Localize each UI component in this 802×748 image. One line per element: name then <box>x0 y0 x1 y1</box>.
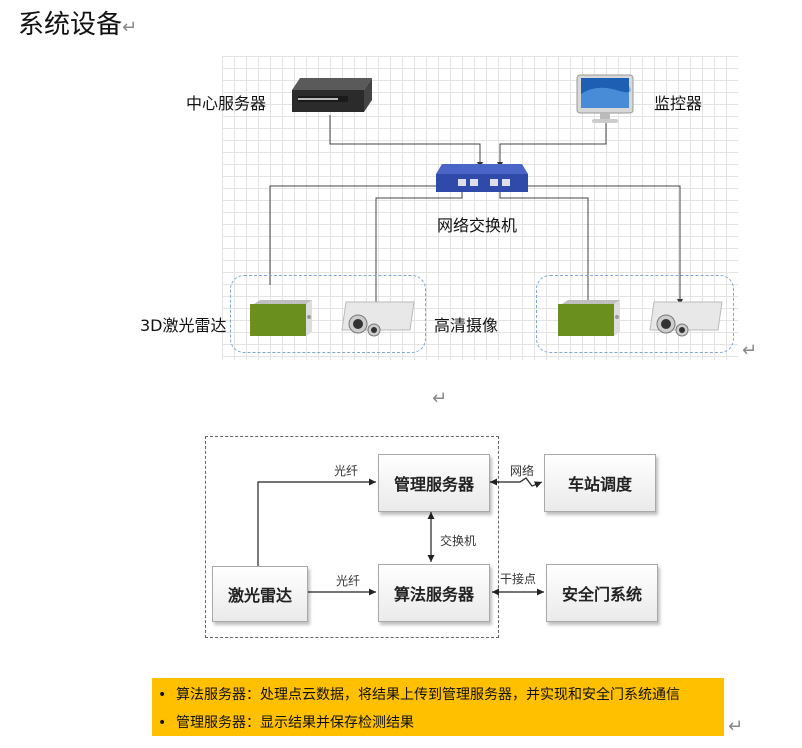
return-mark: ↵ <box>122 17 138 38</box>
mgmt-server-node: 管理服务器 <box>378 454 490 512</box>
return-mark-1: ↵ <box>742 340 758 361</box>
switch-label: 网络交换机 <box>437 216 518 235</box>
mgmt-server-node-label: 管理服务器 <box>393 475 474 494</box>
fiber-label-bottom: 光纤 <box>336 574 361 588</box>
monitor-icon <box>576 74 634 123</box>
switch-link-label: 交换机 <box>440 534 477 548</box>
safety-door-node: 安全门系统 <box>546 564 658 622</box>
device-group-left <box>230 275 426 353</box>
notes-box: • 算法服务器：处理点云数据，将结果上传到管理服务器，并实现和安全门系统通信 • 管… <box>152 678 724 736</box>
section-heading: 系统设备↵ <box>18 4 137 41</box>
return-mark-3: ↵ <box>728 716 744 737</box>
lidar-device-icon <box>250 300 312 336</box>
monitor-label: 监控器 <box>654 94 703 113</box>
hd-camera-label: 高清摄像 <box>434 316 499 335</box>
note-text: 管理服务器：显示结果并保存检测结果 <box>176 715 414 731</box>
server-group-border <box>205 436 499 638</box>
lidar-node: 激光雷达 <box>212 566 308 622</box>
station-dispatch-node-label: 车站调度 <box>567 475 632 494</box>
note-item: • 算法服务器：处理点云数据，将结果上传到管理服务器，并实现和安全门系统通信 <box>158 684 680 704</box>
algo-server-node-label: 算法服务器 <box>393 585 474 604</box>
algo-server-node: 算法服务器 <box>378 564 490 622</box>
fiber-label-top: 光纤 <box>334 464 359 478</box>
station-dispatch-node: 车站调度 <box>544 454 656 512</box>
bullet-icon: • <box>158 687 167 703</box>
note-text: 算法服务器：处理点云数据，将结果上传到管理服务器，并实现和安全门系统通信 <box>176 687 680 703</box>
lidar-node-label: 激光雷达 <box>227 586 292 605</box>
server-icon <box>292 78 372 112</box>
camera-device-icon <box>341 301 415 337</box>
camera-device-icon-2 <box>649 301 723 337</box>
network-switch-icon <box>436 164 528 192</box>
bullet-icon: • <box>158 715 167 731</box>
lidar-label: 3D激光雷达 <box>140 316 227 335</box>
device-group-right <box>536 275 734 353</box>
dry-contact-label: 干接点 <box>500 572 537 586</box>
note-item: • 管理服务器：显示结果并保存检测结果 <box>158 712 414 732</box>
heading-text: 系统设备 <box>18 10 123 40</box>
lidar-device-icon-2 <box>558 300 620 336</box>
return-mark-2: ↵ <box>432 388 448 409</box>
network-label: 网络 <box>510 464 535 478</box>
safety-door-node-label: 安全门系统 <box>561 585 642 604</box>
center-server-label: 中心服务器 <box>186 94 267 113</box>
